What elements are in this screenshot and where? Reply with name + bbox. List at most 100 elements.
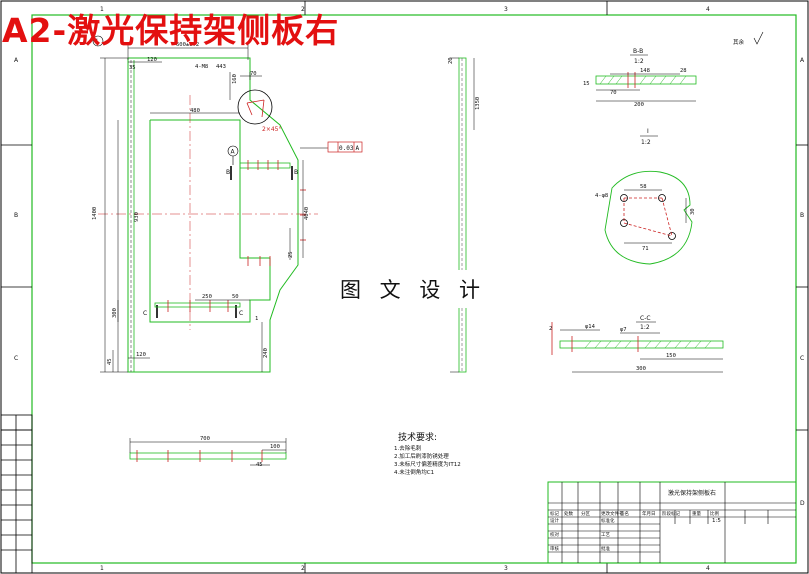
tb-col-5: 比例 xyxy=(710,510,719,517)
dim-600: 600±0.2 xyxy=(176,42,199,48)
title-block-part-name: 激光保持架侧板右 xyxy=(668,489,716,497)
grid-left-C: C xyxy=(14,355,18,362)
detail-dim-58: 58 xyxy=(640,184,647,190)
tb-header-3: 分区 xyxy=(581,510,590,517)
dim-25: 25 xyxy=(288,251,294,258)
datum-A: A xyxy=(231,149,236,156)
title-block xyxy=(547,481,797,564)
tb-row-2: 校对 xyxy=(550,531,559,538)
cc-dim-14: φ14 xyxy=(585,324,596,330)
bb-dim-148: 148 xyxy=(640,68,650,74)
bb-dim-200: 200 xyxy=(634,102,644,108)
tb-col-2: 批准 xyxy=(601,545,610,552)
tb-row-1: 设计 xyxy=(550,517,559,524)
bb-dim-70: 70 xyxy=(610,90,617,96)
bottom-view: 700 100 45 xyxy=(129,436,287,468)
flatness-frame: 0.03 A xyxy=(300,141,363,153)
dim-70: 70 xyxy=(250,71,257,77)
dim-750: 120 xyxy=(136,352,146,358)
grid-right-B: B xyxy=(800,212,804,219)
cc-dim-7: φ7 xyxy=(620,327,627,333)
tb-col-3: 阶段标记 xyxy=(662,510,680,517)
watermark-stamp: 图 文 设 计 xyxy=(333,270,494,308)
section-cc-scale: 1:2 xyxy=(640,324,650,331)
dim-4040: 4040 xyxy=(304,207,310,220)
detail-i-title: I xyxy=(647,128,649,135)
side-dim-1350: 1350 xyxy=(475,97,481,110)
dim-1400: 1400 xyxy=(92,207,98,220)
grid-bottom-1: 1 xyxy=(100,565,104,572)
grid-bottom-2: 2 xyxy=(301,565,305,572)
section-bb: B-B 1:2 148 28 15 70 200 xyxy=(583,48,697,108)
main-view: 600±0.2 120 35 4-M8 443 70 480 25 50 250… xyxy=(92,35,363,373)
grid-right-A: A xyxy=(800,57,805,64)
tb-row-3: 审核 xyxy=(550,545,559,552)
grid-right-D: D xyxy=(800,500,805,507)
grid-top-3: 3 xyxy=(504,6,508,13)
detail-outline xyxy=(604,170,693,265)
section-label-c-left: C xyxy=(143,310,147,317)
tech-note-4: 4.未注倒角均C1 xyxy=(394,468,434,476)
dim-160: 160 xyxy=(232,74,238,84)
roughness-note: 其余 xyxy=(733,38,745,46)
section-bb-scale: 1:2 xyxy=(634,58,644,65)
side-view: 20 1350 xyxy=(448,57,481,373)
dim-35: 35 xyxy=(129,65,136,71)
dim-930: 930 xyxy=(134,212,140,222)
grid-right-C: C xyxy=(800,355,804,362)
dim-50: 50 xyxy=(232,294,239,300)
section-bb-title: B-B xyxy=(633,48,643,55)
grid-left-B: B xyxy=(14,212,18,219)
flatness-datum: A xyxy=(356,145,360,152)
dim-300: 300 xyxy=(112,308,118,318)
grid-top-4: 4 xyxy=(706,6,710,13)
section-label-c-right: C xyxy=(239,310,243,317)
bb-dim-28: 28 xyxy=(680,68,687,74)
bottom-dim-45: 45 xyxy=(256,462,263,468)
bottom-dim-700: 700 xyxy=(200,436,210,442)
detail-holes: 4-φ8 xyxy=(595,193,608,199)
section-cc: C-C 1:2 φ14 φ7 150 300 2 xyxy=(549,315,724,373)
tech-notes: 技术要求: 1.去除毛刺 2.加工后刷漆防锈处理 3.未标尺寸偏差精度为IT12… xyxy=(394,431,461,476)
section-label-b-right: B xyxy=(294,169,298,176)
side-dim-20: 20 xyxy=(448,57,454,64)
dim-240: 240 xyxy=(263,348,269,358)
tech-notes-title: 技术要求: xyxy=(398,431,437,443)
grid-top-2: 2 xyxy=(301,6,305,13)
detail-dim-30: 30 xyxy=(690,208,696,215)
drawing-title: A2-激光保持架侧板右 xyxy=(2,11,340,50)
tech-note-1: 1.去除毛刺 xyxy=(394,444,422,452)
bb-dim-15: 15 xyxy=(583,81,590,87)
tb-header-1: 标记 xyxy=(550,510,559,517)
grid-left-A: A xyxy=(14,57,19,64)
section-label-b-left: B xyxy=(226,169,230,176)
dim-45: 45 xyxy=(107,358,113,365)
angle-label: 2×45° xyxy=(262,126,281,133)
tb-header-2: 处数 xyxy=(564,510,573,517)
grid-bottom-3: 3 xyxy=(504,565,508,572)
title-block-scale: 1:5 xyxy=(712,518,721,524)
dim-1: 1 xyxy=(255,316,258,322)
tb-col-4: 重量 xyxy=(692,510,701,517)
inner-frame xyxy=(31,14,797,564)
tb-header-6: 年月日 xyxy=(642,510,656,517)
callout-I: I xyxy=(96,38,98,45)
dim-480: 480 xyxy=(190,108,200,114)
tb-col-1: 标准化 xyxy=(601,517,615,524)
detail-dim-71: 71 xyxy=(642,246,649,252)
flatness-value: 0.03 xyxy=(339,145,354,152)
dim-4m8: 4-M8 xyxy=(195,64,208,70)
tech-note-3: 3.未标尺寸偏差精度为IT12 xyxy=(394,460,461,468)
main-cutout xyxy=(149,119,271,323)
grid-bottom-4: 4 xyxy=(706,565,710,572)
dim-120: 120 xyxy=(147,57,157,63)
tech-note-2: 2.加工后刷漆防锈处理 xyxy=(394,452,449,460)
grid-top-1: 1 xyxy=(100,6,104,13)
tb-header-5: 签名 xyxy=(620,510,629,517)
tb-header-4: 更改文件号 xyxy=(601,510,624,517)
bottom-dim-100: 100 xyxy=(270,444,280,450)
cc-dim-150: 150 xyxy=(666,353,676,359)
detail-I: I 1:2 4-φ8 58 71 30 xyxy=(595,128,696,265)
detail-i-scale: 1:2 xyxy=(641,139,651,146)
